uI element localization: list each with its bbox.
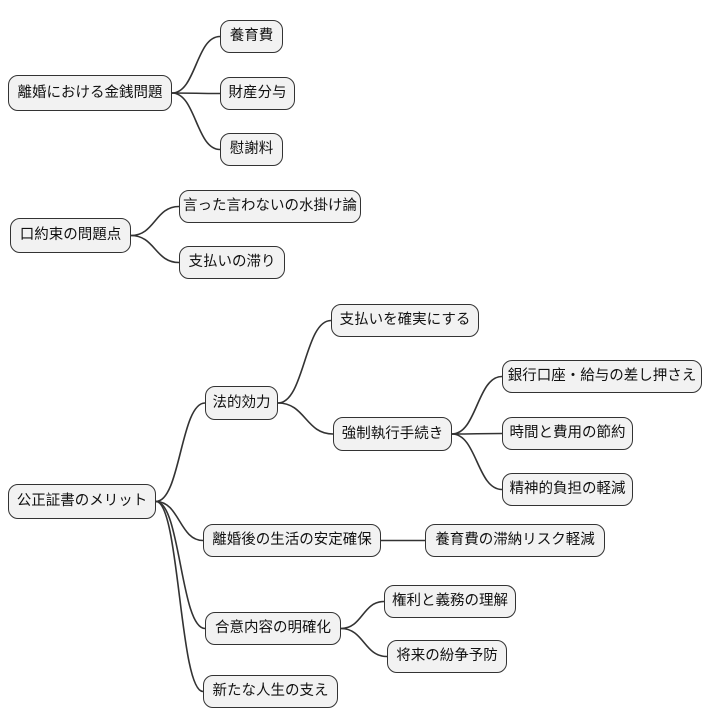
node-property-division: 財産分与: [220, 77, 295, 110]
node-divorce-money-issues: 離婚における金銭問題: [8, 75, 172, 111]
node-mental-burden-reduction: 精神的負担の軽減: [502, 473, 633, 506]
node-notarized-deed-merits: 公正証書のメリット: [8, 484, 156, 519]
node-rights-duties-understanding: 権利と義務の理解: [384, 585, 516, 618]
node-verbal-promise-problems: 口約束の問題点: [10, 218, 131, 253]
node-bank-salary-seizure: 銀行口座・給与の差し押さえ: [502, 360, 702, 393]
node-post-divorce-life-stability: 離婚後の生活の安定確保: [203, 524, 381, 557]
node-ensure-payment: 支払いを確実にする: [331, 304, 479, 337]
node-he-said-she-said-argument: 言った言わないの水掛け論: [179, 190, 361, 223]
node-time-cost-savings: 時間と費用の節約: [502, 417, 633, 450]
node-new-life-support: 新たな人生の支え: [203, 675, 338, 708]
node-consolation-money: 慰謝料: [220, 133, 283, 166]
node-legal-effect: 法的効力: [205, 386, 278, 420]
node-compulsory-execution: 強制執行手続き: [333, 417, 452, 451]
node-child-support-arrears-risk-reduction: 養育費の滞納リスク軽減: [425, 524, 605, 557]
node-child-support: 養育費: [220, 20, 283, 53]
node-agreement-clarification: 合意内容の明確化: [205, 612, 341, 645]
node-payment-delays: 支払いの滞り: [179, 246, 285, 279]
node-future-dispute-prevention: 将来の紛争予防: [387, 640, 507, 673]
